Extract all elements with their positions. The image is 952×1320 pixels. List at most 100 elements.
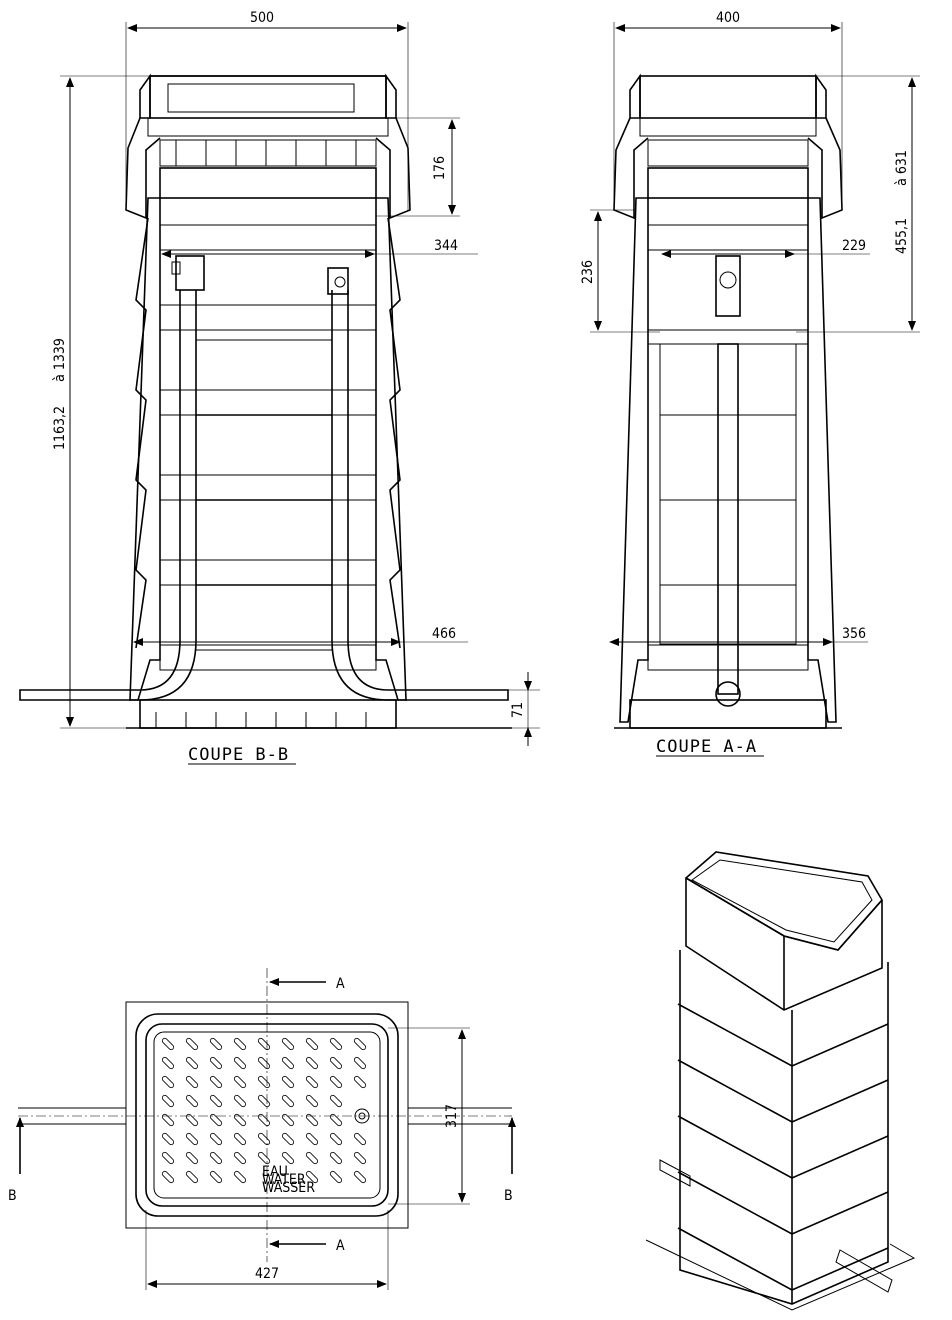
cover-slot <box>257 1151 271 1165</box>
cover-slot <box>233 1075 247 1089</box>
cover-slot <box>257 1056 271 1070</box>
cover-slot <box>233 1037 247 1051</box>
cover-slot <box>233 1151 247 1165</box>
cover-slot <box>353 1151 367 1165</box>
cover-slot <box>305 1075 319 1089</box>
bb-title: COUPE B-B <box>188 745 289 765</box>
cover-slot <box>185 1037 199 1051</box>
cover-slot <box>185 1113 199 1127</box>
bb-width-dim: 500 <box>250 10 274 26</box>
bb-inner-dim: 344 <box>434 238 458 254</box>
cover-slot <box>209 1037 223 1051</box>
cover-slot <box>305 1113 319 1127</box>
cover-slot <box>209 1056 223 1070</box>
cover-slot <box>161 1094 175 1108</box>
cover-slot <box>161 1075 175 1089</box>
cover-slot <box>161 1037 175 1051</box>
cover-text-wasser: WASSER <box>262 1180 315 1196</box>
cover-slot <box>353 1170 367 1184</box>
cover-slot <box>353 1056 367 1070</box>
isometric-view <box>645 851 916 1311</box>
section-aa-dimensions <box>590 22 920 646</box>
cover-slot <box>329 1151 343 1165</box>
cover-slot <box>353 1075 367 1089</box>
aa-left-dim: 236 <box>580 260 596 284</box>
cover-slot <box>185 1151 199 1165</box>
cover-text-water: WATER <box>262 1172 306 1188</box>
plan-view-dimensions <box>16 978 516 1290</box>
cover-slot <box>329 1132 343 1146</box>
plan-label-b-left: B <box>8 1188 17 1204</box>
cover-slot <box>233 1170 247 1184</box>
cover-slot <box>281 1037 295 1051</box>
cover-slot <box>209 1132 223 1146</box>
cover-slot <box>209 1094 223 1108</box>
cover-slot <box>233 1056 247 1070</box>
cover-slot <box>257 1075 271 1089</box>
cover-slot <box>281 1132 295 1146</box>
cover-slot <box>329 1056 343 1070</box>
cover-slot <box>209 1113 223 1127</box>
cover-slot <box>353 1132 367 1146</box>
cover-slot <box>233 1132 247 1146</box>
cover-slot <box>185 1170 199 1184</box>
cover-slot <box>305 1151 319 1165</box>
cover-slot <box>329 1094 343 1108</box>
cover-slot <box>161 1170 175 1184</box>
cover-slot <box>185 1075 199 1089</box>
cover-slot <box>281 1151 295 1165</box>
cover-slot <box>185 1132 199 1146</box>
aa-title: COUPE A-A <box>656 737 757 757</box>
aa-width-dim: 400 <box>716 10 740 26</box>
cover-slot <box>305 1056 319 1070</box>
cover-slot <box>281 1075 295 1089</box>
cover-slot <box>209 1170 223 1184</box>
cover-slot <box>257 1113 271 1127</box>
cover-slot <box>209 1075 223 1089</box>
plan-width-dim: 427 <box>255 1266 279 1282</box>
cover-slot <box>329 1075 343 1089</box>
aa-bottom-dim: 356 <box>842 626 866 642</box>
bb-base-dim: 71 <box>510 702 526 718</box>
cover-slot <box>161 1132 175 1146</box>
section-bb-dimensions <box>60 22 540 746</box>
cover-slot <box>353 1037 367 1051</box>
cover-slot <box>329 1037 343 1051</box>
aa-right-dim: 455,1 <box>894 218 910 254</box>
plan-label-b-right: B <box>504 1188 513 1204</box>
cover-slot <box>305 1037 319 1051</box>
plan-label-a-bottom: A <box>336 1238 345 1254</box>
section-aa-drawing <box>613 73 843 729</box>
bb-height-dim: 1163,2 <box>52 406 68 450</box>
plan-view-drawing <box>18 968 512 1262</box>
bb-height-range: à 1339 <box>52 338 68 382</box>
cover-slot <box>185 1094 199 1108</box>
cover-slot <box>257 1037 271 1051</box>
cover-slot <box>185 1056 199 1070</box>
cover-text-eau: EAU <box>262 1164 288 1180</box>
cover-slot <box>209 1151 223 1165</box>
cover-slot <box>281 1113 295 1127</box>
cover-slot <box>329 1170 343 1184</box>
aa-right-range: à 631 <box>894 150 910 186</box>
cover-slot <box>305 1170 319 1184</box>
bb-bottom-dim: 466 <box>432 626 456 642</box>
cover-slot <box>161 1113 175 1127</box>
cover-slot <box>305 1132 319 1146</box>
bb-top-dim: 176 <box>432 156 448 180</box>
cover-slot <box>281 1056 295 1070</box>
cover-slot <box>329 1113 343 1127</box>
cover-slot <box>257 1094 271 1108</box>
cover-slot <box>161 1151 175 1165</box>
cover-slot <box>233 1094 247 1108</box>
cover-slot <box>233 1113 247 1127</box>
plan-depth-dim: 317 <box>444 1104 460 1128</box>
cover-slot-pattern <box>161 1037 367 1184</box>
cover-slot <box>257 1132 271 1146</box>
plan-label-a-top: A <box>336 976 345 992</box>
cover-slot <box>281 1094 295 1108</box>
cover-slot <box>305 1094 319 1108</box>
cover-slot <box>161 1056 175 1070</box>
aa-inner-dim: 229 <box>842 238 866 254</box>
